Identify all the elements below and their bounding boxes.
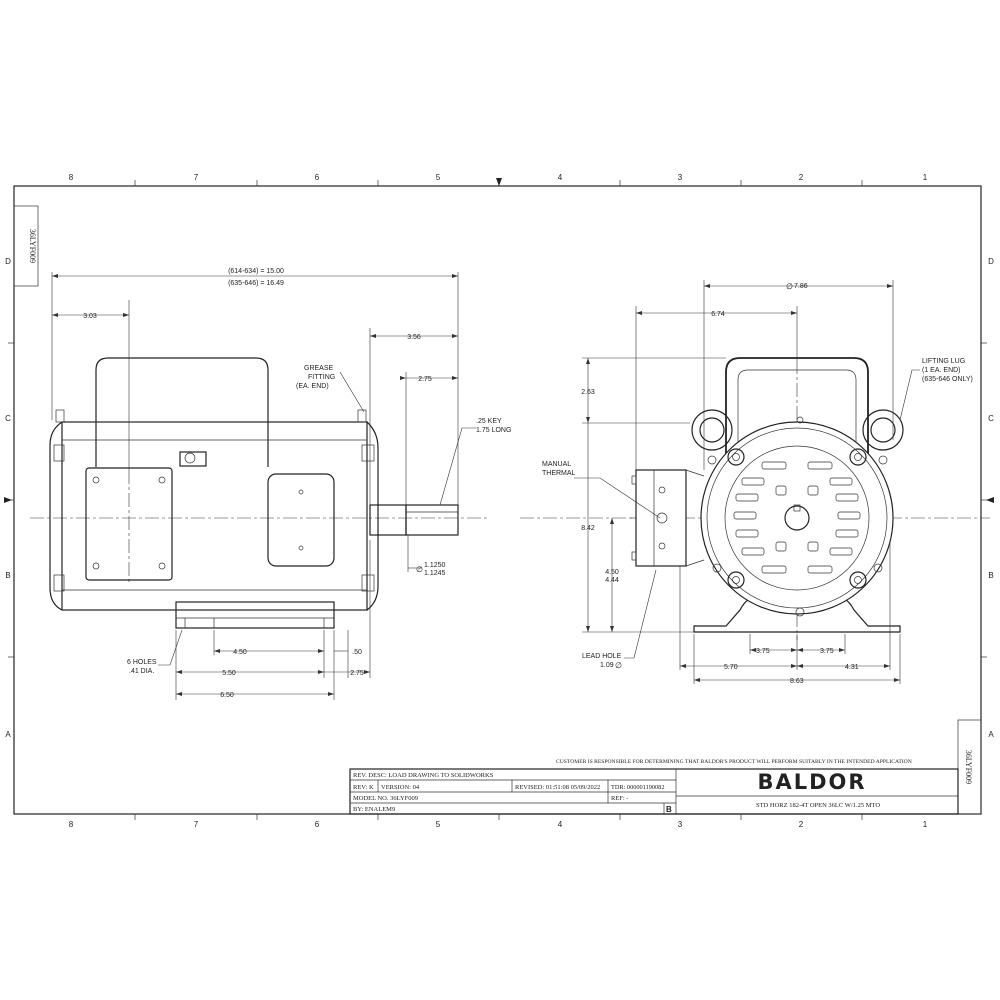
manual-label-1: MANUAL	[542, 461, 571, 468]
rev: REV: K	[353, 784, 374, 791]
zone-col-5-bottom: 5	[436, 820, 441, 829]
dim-303: 3.03	[83, 313, 97, 320]
zone-row-a-left: A	[5, 730, 11, 739]
drawing-id-left: 36LYF009	[28, 229, 37, 263]
dim-444-end: 4.44	[605, 577, 619, 584]
zone-row-c-left: C	[5, 414, 11, 423]
lead-label-2: 1.09	[600, 662, 614, 669]
title-block: CUSTOMER IS RESPONSIBLE FOR DETERMINING …	[349, 759, 959, 815]
dim-overall-length: (614-634) = 15.00	[228, 268, 284, 275]
key-label-1: .25 KEY	[476, 418, 502, 425]
dim-375-right: 3.75	[820, 648, 834, 655]
zone-col-6-bottom: 6	[315, 820, 320, 829]
zone-row-d-left: D	[5, 257, 11, 266]
zone-col-1-top: 1	[923, 173, 928, 182]
disclaimer: CUSTOMER IS RESPONSIBLE FOR DETERMINING …	[556, 759, 912, 765]
dia-symbol-786: ∅	[786, 282, 793, 291]
model-no: MODEL NO. 36LYF009	[353, 795, 418, 802]
zone-col-3-top: 3	[678, 173, 683, 182]
grease-label-1: GREASE	[304, 365, 334, 372]
zone-col-3-bottom: 3	[678, 820, 683, 829]
dim-863: 8.63	[790, 678, 804, 685]
ref: REF: -	[611, 795, 629, 802]
zone-row-d-right: D	[988, 257, 994, 266]
dim-overall-length-alt: (635-646) = 16.49	[228, 280, 284, 287]
end-view: ∅ 7.86 6.74 2.63 8.42 4.50 4.44 MANUAL T…	[520, 280, 990, 685]
rev-desc: REV. DESC: LOAD DRAWING TO SOLIDWORKS	[353, 772, 494, 779]
dim-275-side: 2.75	[350, 670, 364, 677]
dim-674: 6.74	[711, 311, 725, 318]
holes-label-1: 6 HOLES	[127, 659, 157, 666]
lead-dia-symbol: ∅	[615, 661, 622, 670]
zone-col-4-bottom: 4	[558, 820, 563, 829]
zone-col-6-top: 6	[315, 173, 320, 182]
manual-label-2: THERMAL	[542, 470, 576, 477]
dim-375-left: 3.75	[756, 648, 770, 655]
zone-row-b-right: B	[988, 571, 993, 580]
dim-450-end: 4.50	[605, 569, 619, 576]
zone-col-8-top: 8	[69, 173, 74, 182]
dim-356: 3.56	[407, 334, 421, 341]
side-view: (614-634) = 15.00 (635-646) = 16.49 3.03…	[30, 268, 511, 700]
baldor-logo: BALDOR	[757, 770, 866, 794]
dim-dia-786: 7.86	[794, 283, 808, 290]
dim-050: .50	[352, 649, 362, 656]
drawing-id-right: 36LYF009	[964, 750, 973, 784]
drawing-description: STD HORZ 182-4T OPEN 36LC W/1.25 MTO	[756, 802, 880, 809]
grease-label-3: (EA. END)	[296, 383, 329, 390]
zone-col-8-bottom: 8	[69, 820, 74, 829]
sheet-size: B	[666, 805, 672, 814]
zone-col-7-top: 7	[194, 173, 199, 182]
dim-431: 4.31	[845, 664, 859, 671]
dim-275-key: 2.75	[418, 376, 432, 383]
zone-col-1-bottom: 1	[923, 820, 928, 829]
zone-col-5-top: 5	[436, 173, 441, 182]
zone-row-b-left: B	[5, 571, 10, 580]
zone-col-4-top: 4	[558, 173, 563, 182]
key-label-2: 1.75 LONG	[476, 427, 511, 434]
zone-row-a-right: A	[988, 730, 994, 739]
grease-label-2: FITTING	[308, 374, 335, 381]
revised: REVISED: 01:51:08 05/09/2022	[515, 784, 600, 791]
dim-450-side: 4.50	[233, 649, 247, 656]
holes-label-2: .41 DIA.	[129, 668, 154, 675]
dim-570: 5.70	[724, 664, 738, 671]
lifting-label-3: (635-646 ONLY)	[922, 376, 973, 383]
lifting-label-2: (1 EA. END)	[922, 367, 961, 374]
dim-263: 2.63	[581, 389, 595, 396]
version: VERSION: 04	[381, 784, 420, 791]
tdr: TDR: 000001190082	[611, 784, 664, 791]
by: BY: ENALEM9	[353, 806, 395, 813]
lifting-label-1: LIFTING LUG	[922, 358, 965, 365]
shaft-dia-symbol: ∅	[416, 565, 423, 574]
dim-650: 6.50	[220, 692, 234, 699]
zone-row-c-right: C	[988, 414, 994, 423]
zone-col-2-bottom: 2	[799, 820, 804, 829]
zone-col-2-top: 2	[799, 173, 804, 182]
shaft-dia-max: 1.1250	[424, 562, 446, 569]
lead-label-1: LEAD HOLE	[582, 653, 622, 660]
shaft-dia-min: 1.1245	[424, 570, 446, 577]
dim-842: 8.42	[581, 525, 595, 532]
zone-col-7-bottom: 7	[194, 820, 199, 829]
dim-550: 5.50	[222, 670, 236, 677]
